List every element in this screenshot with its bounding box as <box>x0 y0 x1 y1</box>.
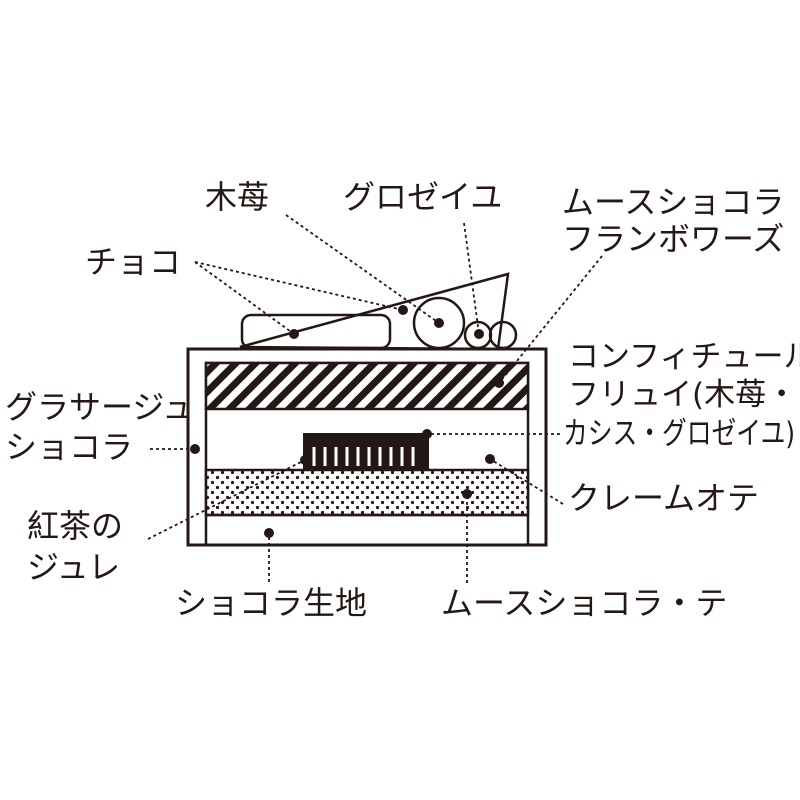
leader-lines <box>147 214 603 586</box>
kiichigo-berry <box>412 296 466 350</box>
dot-mousse-framboise <box>494 378 504 388</box>
dot-groseille <box>474 329 484 339</box>
dot-creme <box>485 454 495 464</box>
leader-kiichigo <box>285 214 440 324</box>
leader-kocha <box>147 459 306 540</box>
dot-seichi <box>264 528 274 538</box>
label-confiture-1: コンフィチュール <box>568 339 800 375</box>
cake-body <box>186 347 548 547</box>
creme-layer <box>204 468 530 517</box>
dot-confiture <box>422 429 432 439</box>
label-mousse-framboise-2: フランボワーズ <box>562 220 784 258</box>
leader-groseille <box>463 222 480 335</box>
leader-choco-a <box>194 261 295 335</box>
label-glacage-1: グラサージュ <box>5 388 194 426</box>
dot-choco-bar <box>289 329 299 339</box>
dot-kocha <box>300 455 310 465</box>
label-groseille: グロゼイユ <box>343 178 502 216</box>
dot-glacage <box>190 444 200 454</box>
label-seichi: ショコラ生地 <box>175 584 367 622</box>
label-confiture-2: フリュイ(木苺・ <box>568 377 797 413</box>
choco-plate-triangle <box>239 272 510 351</box>
label-confiture-3: カシス・グロゼイユ) <box>563 416 795 452</box>
label-glacage-2: ショコラ <box>5 428 133 466</box>
leader-choco-b <box>194 261 404 311</box>
dot-kiichigo <box>434 318 444 328</box>
text-labels: 木苺 グロゼイユ ムースショコラ フランボワーズ チョコ コンフィチュール フリ… <box>5 178 800 622</box>
label-kocha-2: ジュレ <box>27 548 120 586</box>
label-creme: クレームオテ <box>568 479 759 517</box>
confiture-layer <box>204 361 530 411</box>
leader-creme <box>489 458 564 505</box>
label-kiichigo: 木苺 <box>205 178 269 216</box>
choco-bar <box>240 313 392 350</box>
kocha-jelly-insert <box>303 433 429 471</box>
label-kocha-1: 紅茶の <box>27 507 123 545</box>
label-choco: チョコ <box>85 243 181 281</box>
dot-mousse-the <box>462 489 472 499</box>
label-mousse-the: ムースショコラ・テ <box>441 584 727 622</box>
dot-choco-plate <box>398 305 408 315</box>
top-decorations <box>239 272 518 351</box>
pointer-dots <box>190 305 504 538</box>
label-mousse-framboise-1: ムースショコラ <box>562 183 784 221</box>
groseille-berry-2 <box>488 320 518 350</box>
